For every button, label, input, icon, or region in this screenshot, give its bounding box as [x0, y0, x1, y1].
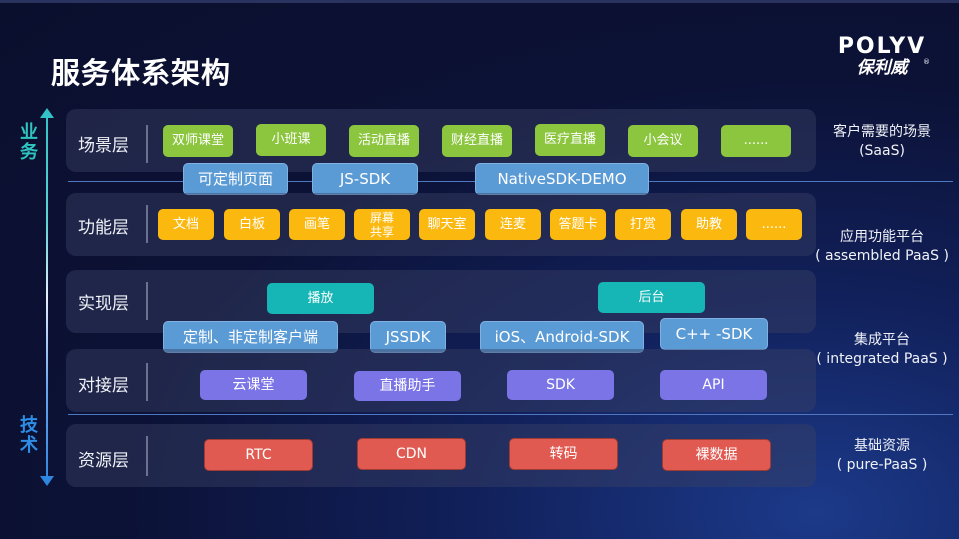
layer-name: 场景层: [78, 136, 129, 156]
axis-label-technology: 技术: [20, 415, 38, 456]
scene-chip[interactable]: 双师课堂: [163, 125, 233, 157]
side-label-title: 基础资源: [854, 438, 910, 454]
business-technology-axis: [40, 108, 54, 486]
axis-line: [46, 112, 48, 482]
function-chip[interactable]: 答题卡: [550, 209, 606, 240]
docking-chip[interactable]: 云课堂: [200, 370, 307, 400]
resource-chip[interactable]: RTC: [204, 439, 313, 471]
arrow-down-icon: [40, 476, 54, 486]
layer-name: 对接层: [78, 376, 129, 396]
bridge-chip[interactable]: 可定制页面: [183, 163, 288, 195]
side-label-title: 客户需要的场景: [833, 124, 931, 140]
scene-chip[interactable]: 财经直播: [442, 125, 512, 157]
resource-chip[interactable]: CDN: [357, 438, 466, 470]
bridge-chip[interactable]: JSSDK: [370, 321, 446, 353]
scene-chip[interactable]: 活动直播: [349, 125, 419, 157]
side-label-title: 应用功能平台: [840, 229, 924, 245]
implementation-chip[interactable]: 后台: [598, 282, 705, 313]
function-chip[interactable]: 打赏: [615, 209, 671, 240]
logo-text-en: POLYV: [837, 34, 927, 59]
function-chip[interactable]: ......: [746, 209, 802, 240]
side-label-subtitle: ( assembled PaaS ): [815, 248, 949, 264]
bridge-chip[interactable]: JS-SDK: [312, 163, 418, 195]
function-chip[interactable]: 白板: [224, 209, 280, 240]
polyv-logo: POLYV 保利威 ®: [832, 34, 932, 79]
logo-text-cn: 保利威: [856, 58, 908, 78]
top-border: [0, 0, 959, 3]
page-title: 服务体系架构: [51, 56, 232, 90]
scene-chip[interactable]: ......: [721, 125, 791, 157]
layer-name: 功能层: [78, 218, 129, 238]
function-chip[interactable]: 屏幕 共享: [354, 209, 410, 240]
divider-paas: [68, 414, 953, 415]
bridge-chip[interactable]: iOS、Android-SDK: [480, 321, 644, 353]
resource-chip[interactable]: 转码: [509, 438, 618, 470]
side-label-integrated-paas: 集成平台 ( integrated PaaS ): [812, 331, 952, 369]
side-label-pure-paas: 基础资源 ( pure-PaaS ): [812, 437, 952, 475]
function-chip[interactable]: 画笔: [289, 209, 345, 240]
docking-chip[interactable]: API: [660, 370, 767, 400]
function-chip[interactable]: 连麦: [485, 209, 541, 240]
side-label-subtitle: ( pure-PaaS ): [836, 457, 928, 473]
implementation-chip[interactable]: 播放: [267, 283, 374, 314]
side-label-subtitle: ( integrated PaaS ): [816, 351, 948, 367]
function-chip[interactable]: 文档: [158, 209, 214, 240]
resource-chip[interactable]: 裸数据: [662, 439, 771, 471]
layer-separator: [146, 125, 148, 163]
axis-label-business: 业务: [20, 122, 38, 163]
scene-chip[interactable]: 小会议: [628, 125, 698, 157]
layer-separator: [146, 282, 148, 320]
function-chip[interactable]: 聊天室: [419, 209, 475, 240]
docking-chip[interactable]: 直播助手: [354, 371, 461, 401]
side-label-assembled-paas: 应用功能平台 ( assembled PaaS ): [812, 228, 952, 266]
side-label-title: 集成平台: [854, 332, 910, 348]
layer-separator: [146, 436, 148, 476]
side-label-saas: 客户需要的场景 (SaaS): [812, 123, 952, 161]
bridge-chip[interactable]: C++ -SDK: [660, 318, 768, 350]
side-label-subtitle: (SaaS): [859, 143, 905, 159]
bridge-chip[interactable]: NativeSDK-DEMO: [475, 163, 649, 195]
function-chip[interactable]: 助教: [681, 209, 737, 240]
scene-chip[interactable]: 小班课: [256, 124, 326, 156]
docking-chip[interactable]: SDK: [507, 370, 614, 400]
layer-separator: [146, 205, 148, 243]
layer-separator: [146, 363, 148, 401]
layer-name: 实现层: [78, 294, 129, 314]
bridge-chip[interactable]: 定制、非定制客户端: [163, 321, 338, 353]
registered-mark: ®: [923, 58, 930, 66]
scene-chip[interactable]: 医疗直播: [535, 124, 605, 156]
layer-name: 资源层: [78, 451, 129, 471]
